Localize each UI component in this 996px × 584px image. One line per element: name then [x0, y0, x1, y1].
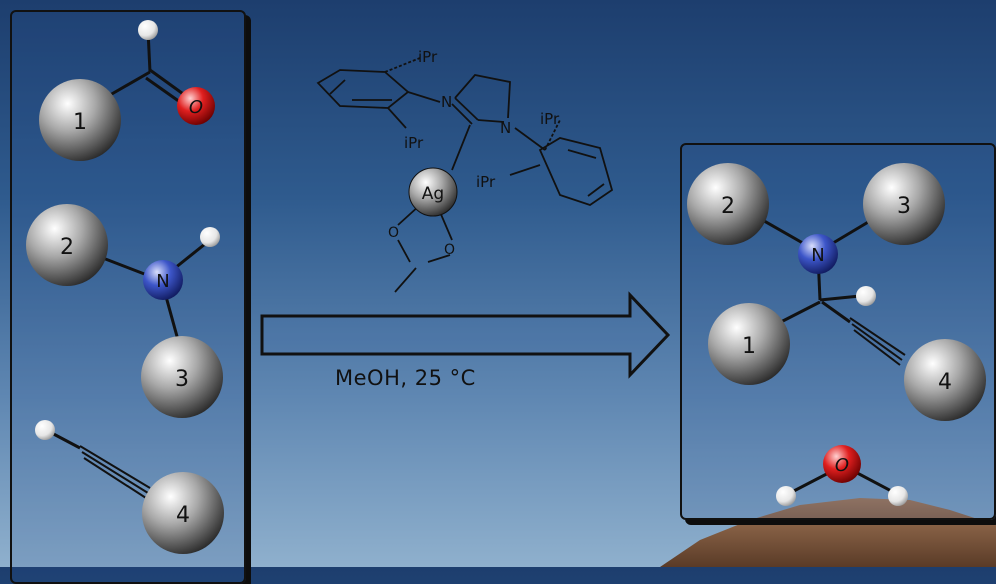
nitrogen-label-1: N [441, 93, 452, 111]
r1-label: 1 [742, 334, 756, 359]
right-aryl-ring [538, 137, 614, 206]
r3-sphere [863, 163, 945, 245]
nitrogen-label-2: N [500, 119, 511, 137]
r4-label: 4 [176, 503, 190, 528]
r2-sphere [687, 163, 769, 245]
oxygen-label: O [835, 455, 849, 476]
bond-c-h [819, 294, 861, 302]
r3-sphere [141, 336, 223, 418]
nitrogen-label: N [811, 245, 824, 266]
triple-bond-1 [79, 445, 151, 489]
aldehyde-reactant: 1 O [39, 20, 215, 161]
r1-sphere [708, 303, 790, 385]
hydrogen-atom [200, 227, 220, 247]
hydrogen-atom [856, 286, 876, 306]
amine-reactant: 2 N 3 [26, 204, 223, 418]
ipr-label-1: iPr [418, 48, 438, 66]
r4-sphere [904, 339, 986, 421]
silver-label: Ag [422, 184, 444, 204]
oxygen-label: O [189, 97, 203, 118]
ipr-bond [387, 107, 407, 129]
r3-label: 3 [175, 367, 189, 392]
r2-label: 2 [60, 235, 74, 260]
reaction-conditions: MeOH, 25 °C [335, 366, 476, 390]
triple-bond-3 [853, 329, 901, 366]
nitrogen-label: N [156, 271, 169, 292]
ipr-bond-hashed [384, 57, 421, 73]
propargylamine-product: 2 3 N 1 4 [687, 163, 986, 421]
molecules-layer: 1 O 2 N 3 4 [26, 20, 986, 554]
r1-label: 1 [73, 110, 87, 135]
triple-bond-3 [83, 457, 147, 499]
oxygen-atom [177, 87, 215, 125]
left-aryl-ring [316, 69, 410, 109]
nitrogen-atom [798, 234, 838, 274]
silver-atom [408, 167, 458, 217]
reaction-arrow [260, 291, 671, 379]
r1-sphere [39, 79, 121, 161]
oxygen-label-2: O [444, 242, 455, 258]
ipr-label-4: iPr [476, 173, 496, 191]
alkyne-reactant: 4 [35, 420, 224, 554]
triple-bond-1 [849, 317, 906, 356]
r4-sphere [142, 472, 224, 554]
bond-c-o-2 [145, 76, 181, 104]
bond-c-o-1 [149, 68, 187, 98]
hydrogen-atom [138, 20, 158, 40]
hydrogen-atom [776, 486, 796, 506]
r4-label: 4 [938, 370, 952, 395]
oxygen-atom [823, 445, 861, 483]
ipr-label-2: iPr [404, 134, 424, 152]
triple-bond-2 [81, 451, 149, 494]
nitrogen-atom [143, 260, 183, 300]
hydrogen-atom [888, 486, 908, 506]
hydrogen-atom [35, 420, 55, 440]
mountain [660, 498, 996, 567]
oxygen-label-1: O [388, 225, 399, 241]
triple-bond-2 [851, 323, 903, 361]
ipr-label-3: iPr [540, 110, 560, 128]
r2-label: 2 [721, 194, 735, 219]
bond-c-r1 [109, 70, 151, 97]
r2-sphere [26, 204, 108, 286]
silver-nhc-catalyst [316, 57, 614, 293]
water-byproduct: O [776, 445, 908, 506]
r3-label: 3 [897, 194, 911, 219]
reaction-scheme [660, 498, 996, 567]
bond-c-alkyne [821, 300, 851, 324]
